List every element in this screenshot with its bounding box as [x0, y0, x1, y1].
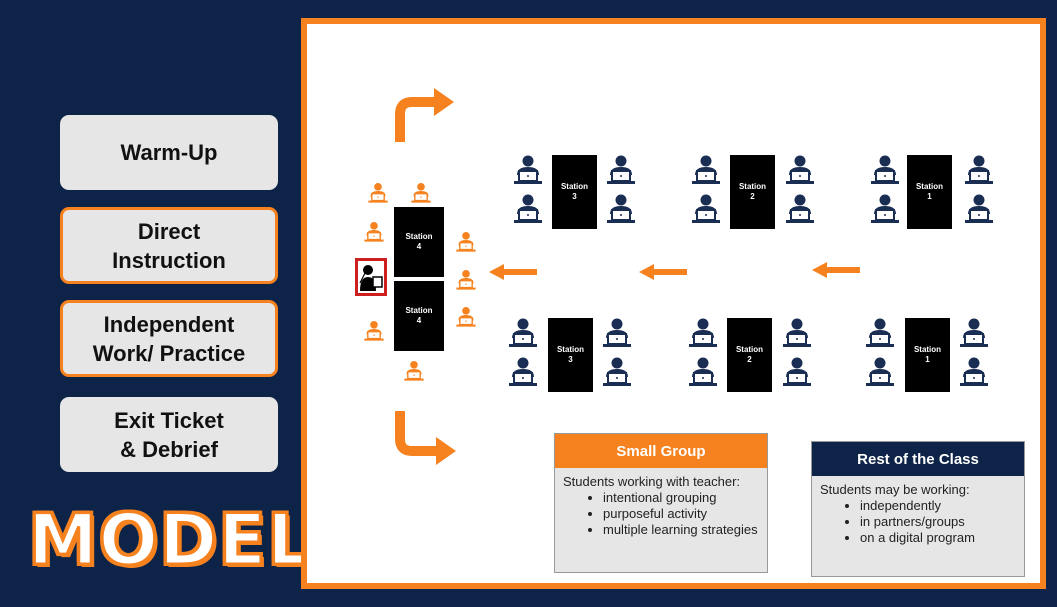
station-4-top: Station 4 — [394, 207, 444, 277]
student-at-laptop-icon — [455, 231, 477, 253]
phase-label: Exit Ticket & Debrief — [114, 407, 224, 462]
station-label: Station 1 — [913, 345, 942, 364]
phase-exit-ticket: Exit Ticket & Debrief — [60, 397, 278, 472]
rest-of-class-intro: Students may be working: — [820, 482, 970, 497]
station-label: Station 2 — [735, 345, 764, 364]
station-2-top: Station 2 — [730, 155, 775, 229]
student-at-laptop-icon — [512, 155, 544, 185]
student-at-laptop-icon — [507, 357, 539, 387]
list-item: in partners/groups — [860, 514, 1016, 530]
arrow-left-icon — [812, 262, 860, 278]
station-2-bottom: Station 2 — [727, 318, 772, 392]
student-at-laptop-icon — [601, 318, 633, 348]
arrow-left-icon — [489, 264, 537, 280]
rest-of-class-list: independently in partners/groups on a di… — [820, 498, 1016, 546]
student-at-laptop-icon — [690, 194, 722, 224]
station-label: Station 3 — [560, 182, 589, 201]
list-item: independently — [860, 498, 1016, 514]
student-at-laptop-icon — [690, 155, 722, 185]
student-at-laptop-icon — [687, 357, 719, 387]
list-item: intentional grouping — [603, 490, 759, 506]
student-at-laptop-icon — [958, 318, 990, 348]
phase-independent-work: Independent Work/ Practice — [60, 300, 278, 377]
rest-of-class-title: Rest of the Class — [812, 442, 1024, 476]
student-at-laptop-icon — [455, 269, 477, 291]
rest-of-class-legend: Rest of the Class Students may be workin… — [811, 441, 1025, 577]
arrow-left-icon — [639, 264, 687, 280]
list-item: on a digital program — [860, 530, 1016, 546]
phase-direct-instruction: Direct Instruction — [60, 207, 278, 284]
student-at-laptop-icon — [507, 318, 539, 348]
student-at-laptop-icon — [958, 357, 990, 387]
list-item: purposeful activity — [603, 506, 759, 522]
station-label: Station 1 — [915, 182, 944, 201]
station-label: Station 4 — [405, 232, 433, 251]
small-group-intro: Students working with teacher: — [563, 474, 741, 489]
small-group-legend: Small Group Students working with teache… — [554, 433, 768, 573]
student-at-laptop-icon — [687, 318, 719, 348]
station-3-bottom: Station 3 — [548, 318, 593, 392]
station-4-bottom: Station 4 — [394, 281, 444, 351]
student-at-laptop-icon — [403, 360, 425, 382]
station-1-bottom: Station 1 — [905, 318, 950, 392]
student-at-laptop-icon — [963, 194, 995, 224]
student-at-laptop-icon — [781, 357, 813, 387]
station-1-top: Station 1 — [907, 155, 952, 229]
list-item: multiple learning strategies — [603, 522, 759, 538]
curved-arrow-icon — [395, 88, 454, 142]
station-label: Station 2 — [738, 182, 767, 201]
phase-label: Direct Instruction — [112, 218, 226, 273]
student-at-laptop-icon — [363, 221, 385, 243]
station-label: Station 3 — [556, 345, 585, 364]
small-group-list: intentional grouping purposeful activity… — [563, 490, 759, 538]
curved-arrow-icon — [395, 411, 456, 465]
student-at-laptop-icon — [410, 182, 432, 204]
small-group-title: Small Group — [555, 434, 767, 468]
station-label: Station 4 — [405, 306, 433, 325]
student-at-laptop-icon — [512, 194, 544, 224]
student-at-laptop-icon — [864, 318, 896, 348]
student-at-laptop-icon — [367, 182, 389, 204]
phase-warm-up: Warm-Up — [60, 115, 278, 190]
student-at-laptop-icon — [869, 194, 901, 224]
student-at-laptop-icon — [455, 306, 477, 328]
student-at-laptop-icon — [605, 194, 637, 224]
rest-of-class-body: Students may be working: independently i… — [812, 476, 1024, 552]
phase-label: Independent Work/ Practice — [92, 311, 246, 366]
student-at-laptop-icon — [605, 155, 637, 185]
phase-label: Warm-Up — [120, 140, 218, 165]
teacher-at-board-icon — [355, 258, 387, 296]
student-at-laptop-icon — [601, 357, 633, 387]
student-at-laptop-icon — [781, 318, 813, 348]
student-at-laptop-icon — [363, 320, 385, 342]
small-group-body: Students working with teacher: intention… — [555, 468, 767, 544]
student-at-laptop-icon — [784, 194, 816, 224]
classroom-diagram: Station 4 Station 4 Station 3 Station 2 … — [301, 18, 1046, 589]
student-at-laptop-icon — [864, 357, 896, 387]
student-at-laptop-icon — [784, 155, 816, 185]
station-3-top: Station 3 — [552, 155, 597, 229]
student-at-laptop-icon — [869, 155, 901, 185]
student-at-laptop-icon — [963, 155, 995, 185]
